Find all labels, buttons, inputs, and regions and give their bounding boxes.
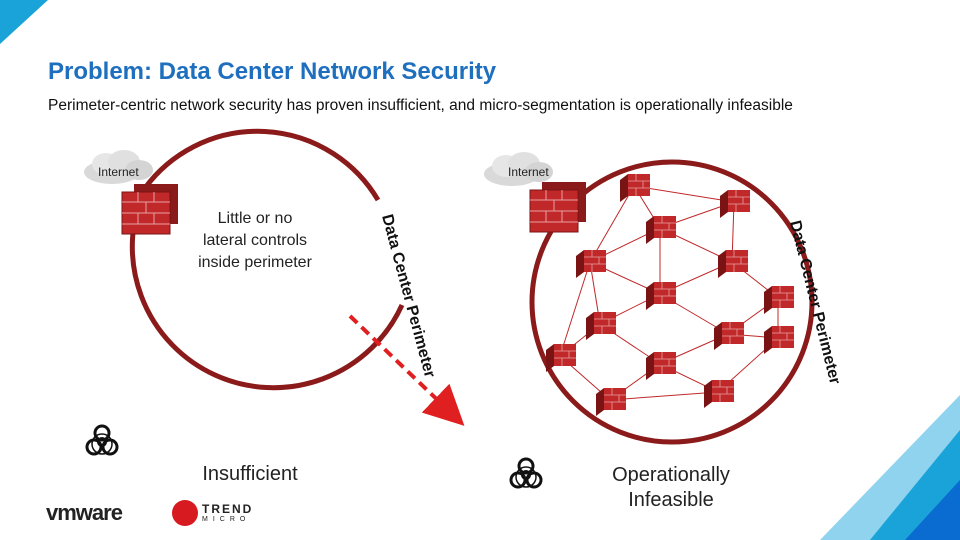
left-note: Little or no lateral controls inside per… [180, 208, 330, 274]
firewall-node [645, 351, 677, 381]
firewall-node [545, 343, 577, 373]
firewall-node [645, 281, 677, 311]
right-caption-line: Infeasible [628, 489, 714, 511]
trend-logo-mark [172, 500, 198, 526]
firewall-node [703, 379, 735, 409]
vmware-logo: vmware [46, 500, 123, 525]
trend-logo-subword: MICRO [202, 516, 251, 523]
biohazard-icon [85, 424, 119, 456]
firewall-icon [529, 181, 587, 233]
right-perimeter [529, 159, 815, 445]
firewall-node [575, 249, 607, 279]
firewall-node [763, 325, 795, 355]
firewall-node [717, 249, 749, 279]
page-title: Problem: Data Center Network Security [48, 58, 497, 85]
firewall-node [645, 215, 677, 245]
right-caption-line: Operationally [612, 464, 730, 486]
right-caption: Operationally Infeasible [586, 463, 756, 513]
right-perimeter-label: Data Center Perimeter [786, 219, 843, 386]
left-cloud-label: Internet [98, 165, 139, 179]
page-subtitle: Perimeter-centric network security has p… [48, 97, 793, 114]
right-cloud-label: Internet [508, 165, 549, 179]
firewall-node [585, 311, 617, 341]
firewall-icon [121, 183, 179, 235]
left-caption: Insufficient [202, 463, 298, 485]
firewall-node [595, 387, 627, 417]
firewall-node [619, 173, 651, 203]
firewall-node [763, 285, 795, 315]
left-perimeter [129, 128, 405, 391]
trend-logo-word: TREND [202, 502, 254, 516]
left-note-line: lateral controls [202, 232, 308, 249]
left-note-line: Little or no [217, 210, 293, 227]
breach-arrow [348, 314, 465, 426]
biohazard-icon [509, 457, 543, 489]
firewall-node [713, 321, 745, 351]
trend-micro-logo: TREND MICRO [172, 498, 252, 530]
firewall-node [719, 189, 751, 219]
left-note-line: inside perimeter [198, 254, 312, 271]
